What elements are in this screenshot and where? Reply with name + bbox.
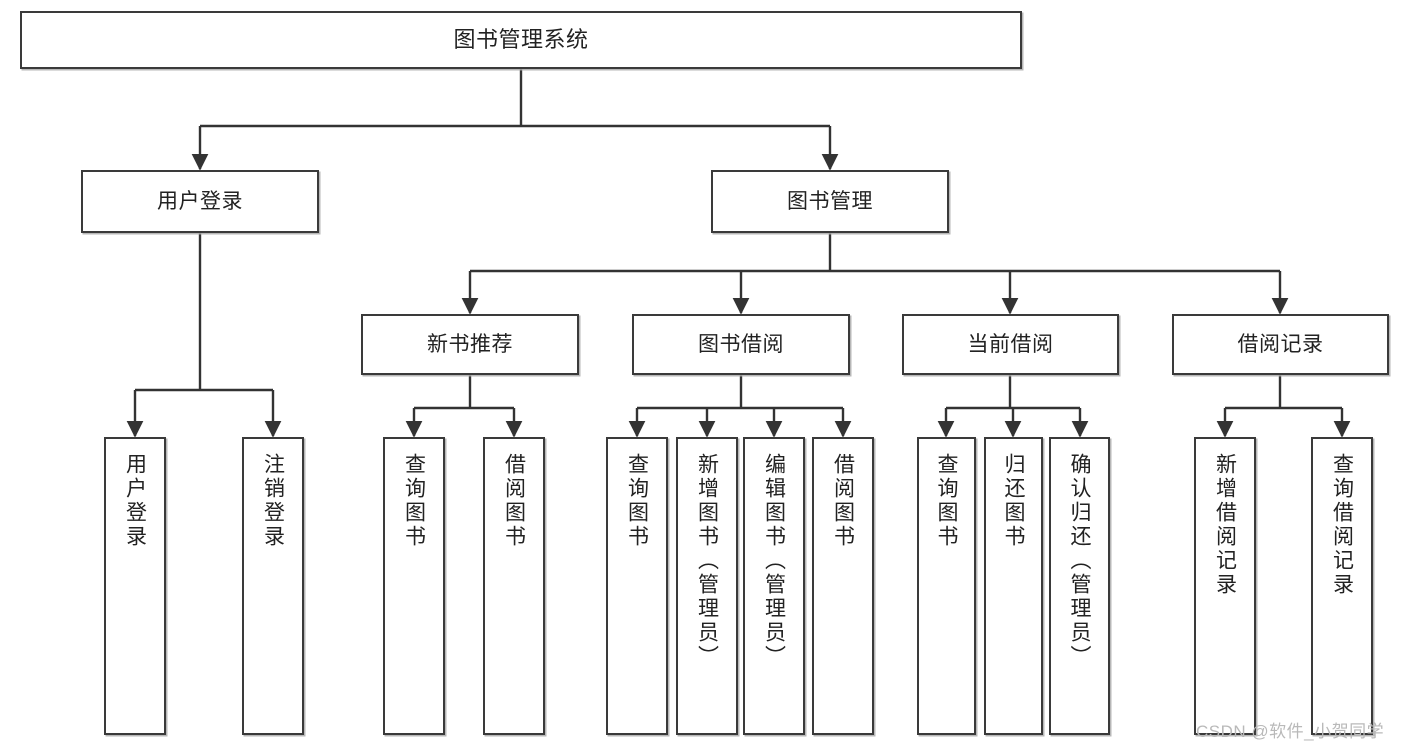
node-label: 借阅记录 <box>1237 332 1324 356</box>
node-book-borrowing[interactable]: 图书借阅 <box>632 314 850 375</box>
node-leaf-query-book-borrow[interactable]: 查询图书 <box>606 437 668 735</box>
node-label: 借阅图书 <box>831 453 855 549</box>
node-leaf-return-book[interactable]: 归还图书 <box>984 437 1043 735</box>
node-label: 图书管理 <box>787 189 873 213</box>
node-leaf-user-login[interactable]: 用户登录 <box>104 437 166 735</box>
node-leaf-confirm-return-admin[interactable]: 确认归还（管理员） <box>1049 437 1110 735</box>
node-new-book-recommendation[interactable]: 新书推荐 <box>361 314 579 375</box>
node-book-management[interactable]: 图书管理 <box>711 170 949 233</box>
node-leaf-query-book-current[interactable]: 查询图书 <box>917 437 976 735</box>
node-current-borrowing[interactable]: 当前借阅 <box>902 314 1119 375</box>
node-label: 注销登录 <box>261 453 285 549</box>
node-label: 当前借阅 <box>967 332 1054 356</box>
node-label: 新增图书（管理员） <box>695 453 719 669</box>
node-label: 新增借阅记录 <box>1213 453 1237 597</box>
node-leaf-add-borrow-record[interactable]: 新增借阅记录 <box>1194 437 1256 735</box>
node-label: 查询图书 <box>935 453 958 549</box>
node-label: 查询图书 <box>625 453 649 549</box>
node-label: 借阅图书 <box>502 453 526 549</box>
node-label: 新书推荐 <box>427 332 513 356</box>
node-label: 归还图书 <box>1002 453 1025 549</box>
node-leaf-query-borrow-record[interactable]: 查询借阅记录 <box>1311 437 1373 735</box>
node-leaf-logout[interactable]: 注销登录 <box>242 437 304 735</box>
node-leaf-borrow-book-borrow[interactable]: 借阅图书 <box>812 437 874 735</box>
node-label: 查询借阅记录 <box>1330 453 1354 597</box>
node-label: 图书借阅 <box>698 332 784 356</box>
node-label: 确认归还（管理员） <box>1068 453 1091 669</box>
node-leaf-query-book-newbook[interactable]: 查询图书 <box>383 437 445 735</box>
node-label: 图书管理系统 <box>453 26 589 52</box>
csdn-watermark: CSDN @软件_小贺同学 <box>1196 722 1385 741</box>
node-user-login[interactable]: 用户登录 <box>81 170 319 233</box>
node-label: 查询图书 <box>402 453 426 549</box>
node-borrowing-record[interactable]: 借阅记录 <box>1172 314 1389 375</box>
node-root-book-management-system[interactable]: 图书管理系统 <box>20 11 1022 69</box>
node-label: 用户登录 <box>123 453 147 549</box>
node-label: 编辑图书（管理员） <box>762 453 786 669</box>
node-leaf-borrow-book-newbook[interactable]: 借阅图书 <box>483 437 545 735</box>
node-leaf-edit-book-admin[interactable]: 编辑图书（管理员） <box>743 437 805 735</box>
node-leaf-add-book-admin[interactable]: 新增图书（管理员） <box>676 437 738 735</box>
node-label: 用户登录 <box>157 189 243 213</box>
